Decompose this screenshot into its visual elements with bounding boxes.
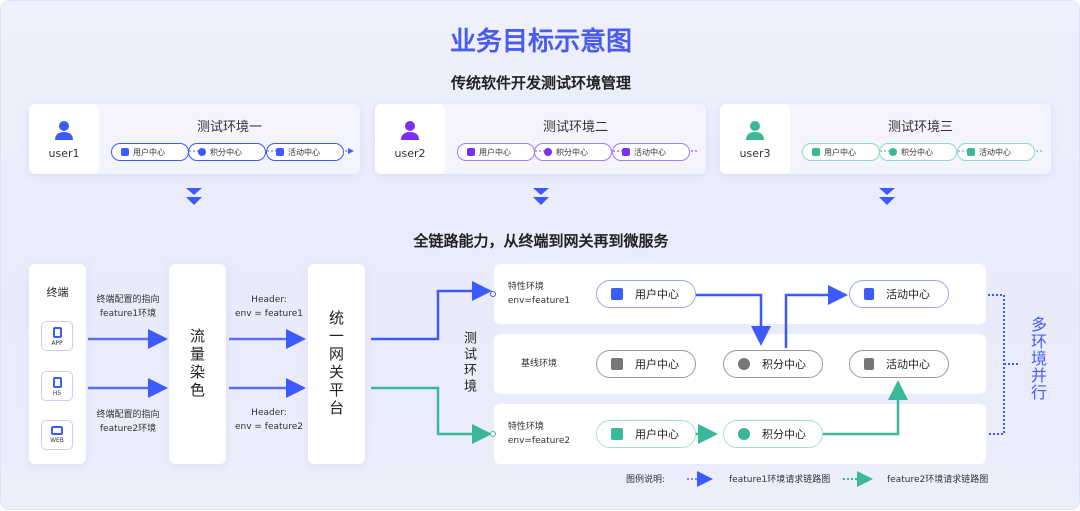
user-center-icon	[121, 148, 129, 156]
service-activity-f1: 活动中心	[849, 280, 949, 308]
gateway-label: 统一网关平台	[327, 310, 345, 418]
user-name: user2	[394, 147, 426, 160]
test-env-label: 测试环境	[461, 331, 476, 395]
flag-icon	[276, 148, 284, 156]
points-icon	[889, 148, 897, 156]
env-title: 测试环境一	[196, 120, 262, 135]
env-title: 测试环境三	[887, 120, 953, 135]
down-arrow-icons	[186, 188, 895, 205]
legend-feature2: feature2环境请求链路图	[887, 475, 989, 485]
user-icon	[55, 121, 73, 140]
chip: 活动中心	[288, 147, 320, 157]
user-icon	[746, 121, 764, 140]
row-label: 特性环境 env=feature1	[507, 282, 571, 306]
service-user-f1: 用户中心	[596, 280, 696, 308]
service-activity-base: 活动中心	[849, 350, 949, 378]
route-label-1: 终端配置的指向 feature1环境	[96, 295, 160, 319]
points-icon	[738, 358, 750, 370]
section2-heading: 全链路能力，从终端到网关再到微服务	[413, 232, 669, 250]
chip: 积分中心	[901, 147, 933, 157]
user-center-icon	[467, 148, 475, 156]
gateway-box: 统一网关平台	[308, 264, 365, 464]
h5-icon: H5	[41, 371, 73, 401]
user-icon	[401, 121, 419, 140]
user-center-icon	[611, 288, 623, 300]
header-label-1: Header: env = feature1	[234, 295, 304, 319]
service-points-base: 积分中心	[723, 350, 823, 378]
chip: 积分中心	[210, 147, 242, 157]
service-user-f2: 用户中心	[596, 420, 696, 448]
user-center-icon	[812, 148, 820, 156]
chip: 活动中心	[979, 147, 1011, 157]
user-name: user1	[48, 147, 80, 160]
flag-icon	[622, 148, 630, 156]
user-center-icon	[611, 428, 623, 440]
legend-title: 图例说明:	[626, 475, 666, 485]
app-icon: APP	[41, 321, 73, 351]
env-title: 测试环境二	[542, 120, 608, 135]
chip: 积分中心	[556, 147, 588, 157]
service-user-base: 用户中心	[596, 350, 696, 378]
legend-feature1: feature1环境请求链路图	[729, 475, 831, 485]
route-label-2: 终端配置的指向 feature2环境	[96, 410, 160, 434]
points-icon	[544, 148, 552, 156]
service-points-f2: 积分中心	[723, 420, 823, 448]
row-label: 基线环境	[520, 359, 557, 369]
parallel-bracket	[988, 294, 1018, 435]
chip: 用户中心	[133, 147, 165, 157]
page-title: 业务目标示意图	[449, 27, 632, 57]
env-card-3: user3 测试环境三 用户中心 积分中心 活动中心	[720, 104, 1051, 174]
flag-icon	[864, 288, 874, 300]
flag-icon	[967, 148, 975, 156]
chip: 用户中心	[479, 147, 511, 157]
terminal-title: 终端	[46, 286, 69, 299]
row-label: 特性环境 env=feature2	[507, 422, 571, 446]
web-icon: WEB	[41, 420, 73, 450]
traffic-dye-box: 流量染色	[169, 264, 226, 464]
env-card-1: user1 测试环境一 用户中心 积分中心 活动中心	[29, 104, 360, 174]
flag-icon	[864, 358, 874, 370]
header-label-2: Header: env = feature2	[234, 408, 304, 432]
traffic-dye-label: 流量染色	[188, 328, 206, 400]
env-card-2: user2 测试环境二 用户中心 积分中心 活动中心	[375, 104, 706, 174]
user-center-icon	[611, 358, 623, 370]
section1-heading: 传统软件开发测试环境管理	[450, 74, 631, 92]
chip: 用户中心	[824, 147, 856, 157]
parallel-label: 多环境并行	[1028, 316, 1047, 401]
chip: 活动中心	[634, 147, 666, 157]
points-icon	[198, 148, 206, 156]
points-icon	[738, 428, 750, 440]
user-name: user3	[739, 147, 771, 160]
